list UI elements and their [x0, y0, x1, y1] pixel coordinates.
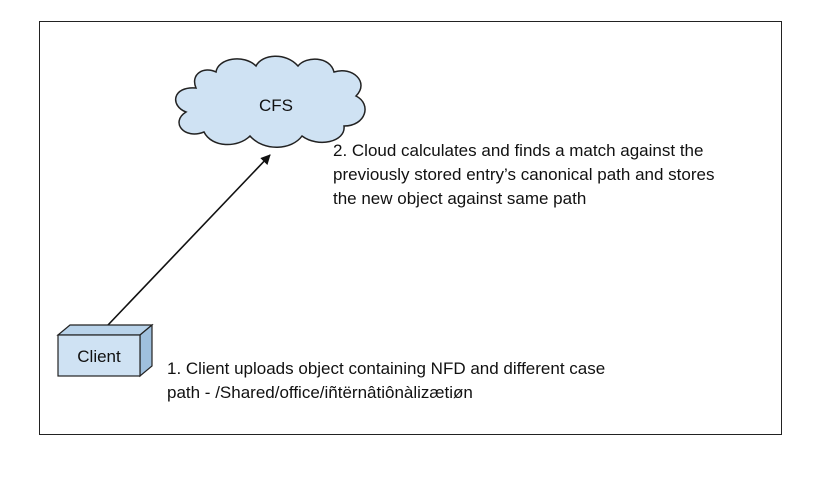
step2-line2: previously stored entry’s canonical path…	[333, 165, 715, 184]
step1-annotation: 1. Client uploads object containing NFD …	[167, 357, 605, 405]
client-box: Client	[56, 323, 154, 378]
upload-arrow	[107, 154, 271, 326]
step2-line3: the new object against same path	[333, 189, 587, 208]
cloud-shape	[175, 55, 366, 148]
cfs-cloud: CFS	[175, 55, 366, 148]
client-label: Client	[77, 347, 121, 366]
step2-annotation: 2. Cloud calculates and finds a match ag…	[333, 139, 714, 211]
cfs-label: CFS	[259, 96, 293, 115]
step1-line2: path - /Shared/office/iñtërnâtiônàlizæti…	[167, 383, 473, 402]
step2-line1: 2. Cloud calculates and finds a match ag…	[333, 141, 704, 160]
client-box-top	[56, 324, 154, 336]
client-box-front	[57, 334, 141, 377]
diagram-frame	[39, 21, 782, 435]
step1-line1: 1. Client uploads object containing NFD …	[167, 359, 606, 378]
